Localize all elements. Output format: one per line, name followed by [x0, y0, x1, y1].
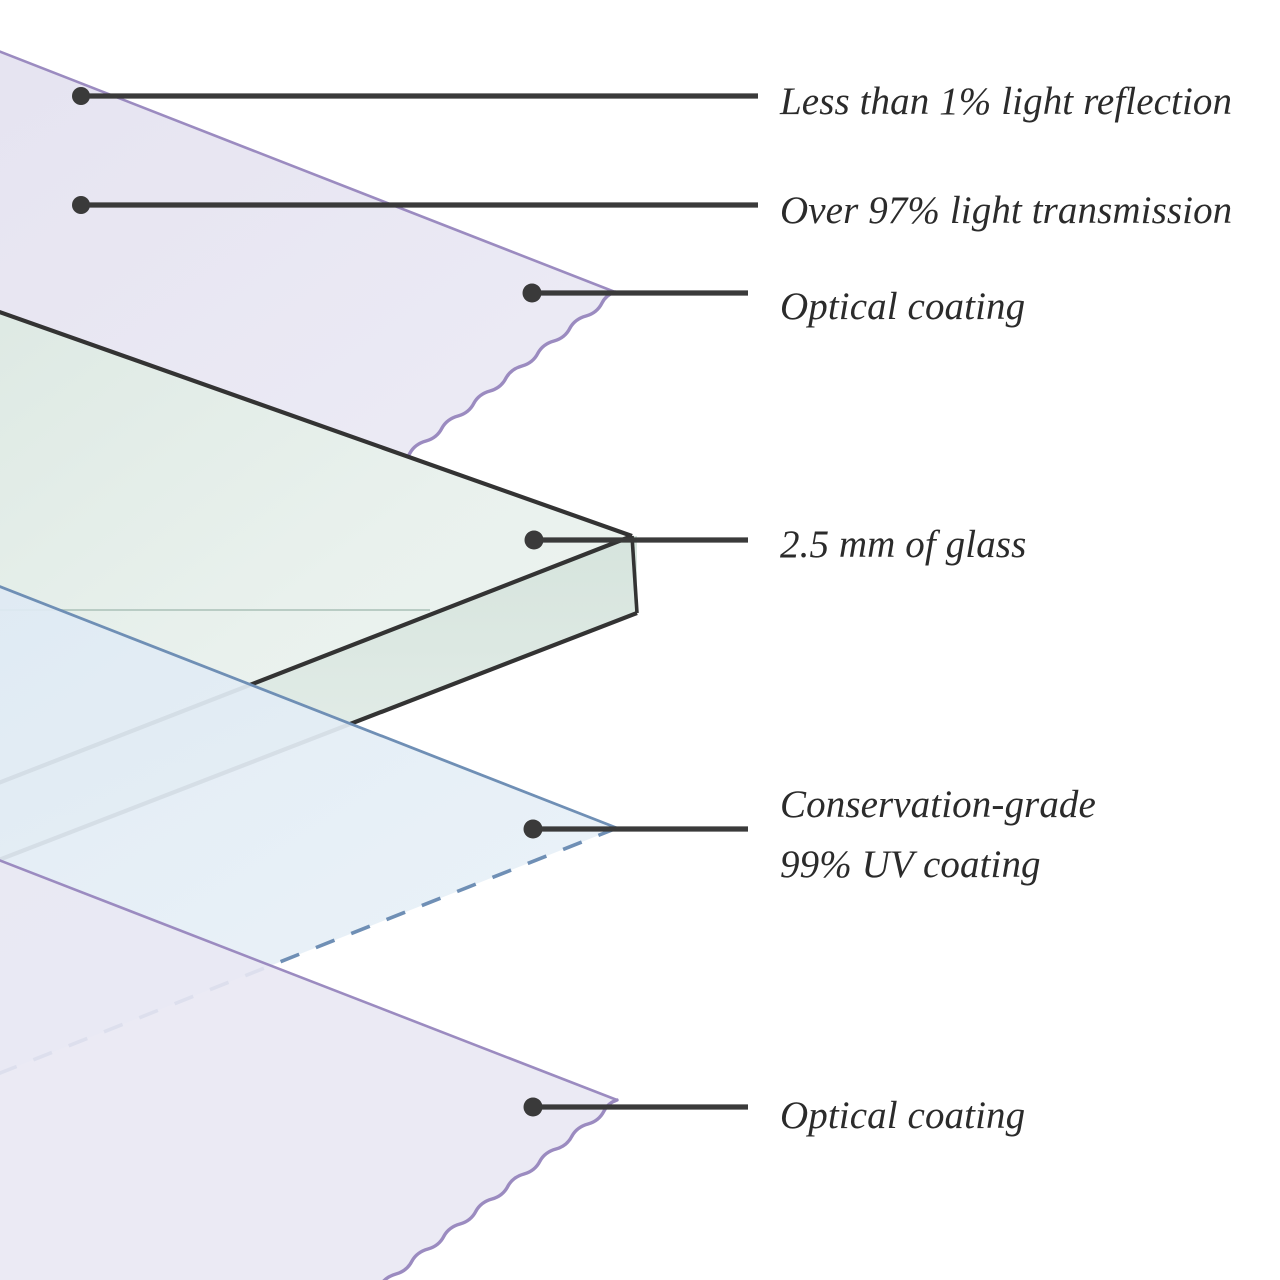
layer-bottom-optical-coating	[0, 859, 619, 1280]
leader-dot	[72, 87, 90, 105]
leader-callout-reflection	[72, 87, 758, 105]
uv-coating-top-edge	[0, 585, 618, 830]
glass-slab-right-vertical-edge	[630, 535, 639, 614]
callout-label-reflection: Less than 1% light reflection	[780, 80, 1233, 123]
leader-callout-transmission	[72, 196, 758, 214]
leader-callout-uv-coating	[523, 819, 748, 839]
callout-label-uv-coating-line2: 99% UV coating	[780, 843, 1041, 886]
callout-label-optical-coating-top: Optical coating	[780, 285, 1026, 328]
leader-dot	[72, 196, 90, 214]
leader-dot	[522, 283, 542, 303]
callout-label-optical-coating-bottom: Optical coating	[780, 1094, 1026, 1137]
glass-slab-top-back-edge	[0, 309, 633, 538]
leader-callout-optical-coating-top	[522, 283, 748, 303]
callout-label-uv-coating-line1: Conservation-grade	[780, 783, 1096, 826]
leader-callout-glass	[524, 530, 748, 550]
bottom-optical-coating-wavy-edge	[382, 1098, 619, 1280]
bottom-optical-coating-straight-edge	[0, 859, 618, 1102]
bottom-optical-coating-shape	[0, 860, 617, 1280]
leader-callout-optical-coating-bottom	[523, 1097, 748, 1117]
callout-label-transmission: Over 97% light transmission	[780, 189, 1233, 232]
callout-label-glass: 2.5 mm of glass	[780, 523, 1027, 566]
leader-dot	[524, 530, 544, 550]
leader-dot	[523, 1097, 543, 1117]
leader-dot	[523, 819, 543, 839]
callout-leaders	[72, 87, 758, 1117]
top-optical-coating-straight-edge	[0, 50, 616, 294]
